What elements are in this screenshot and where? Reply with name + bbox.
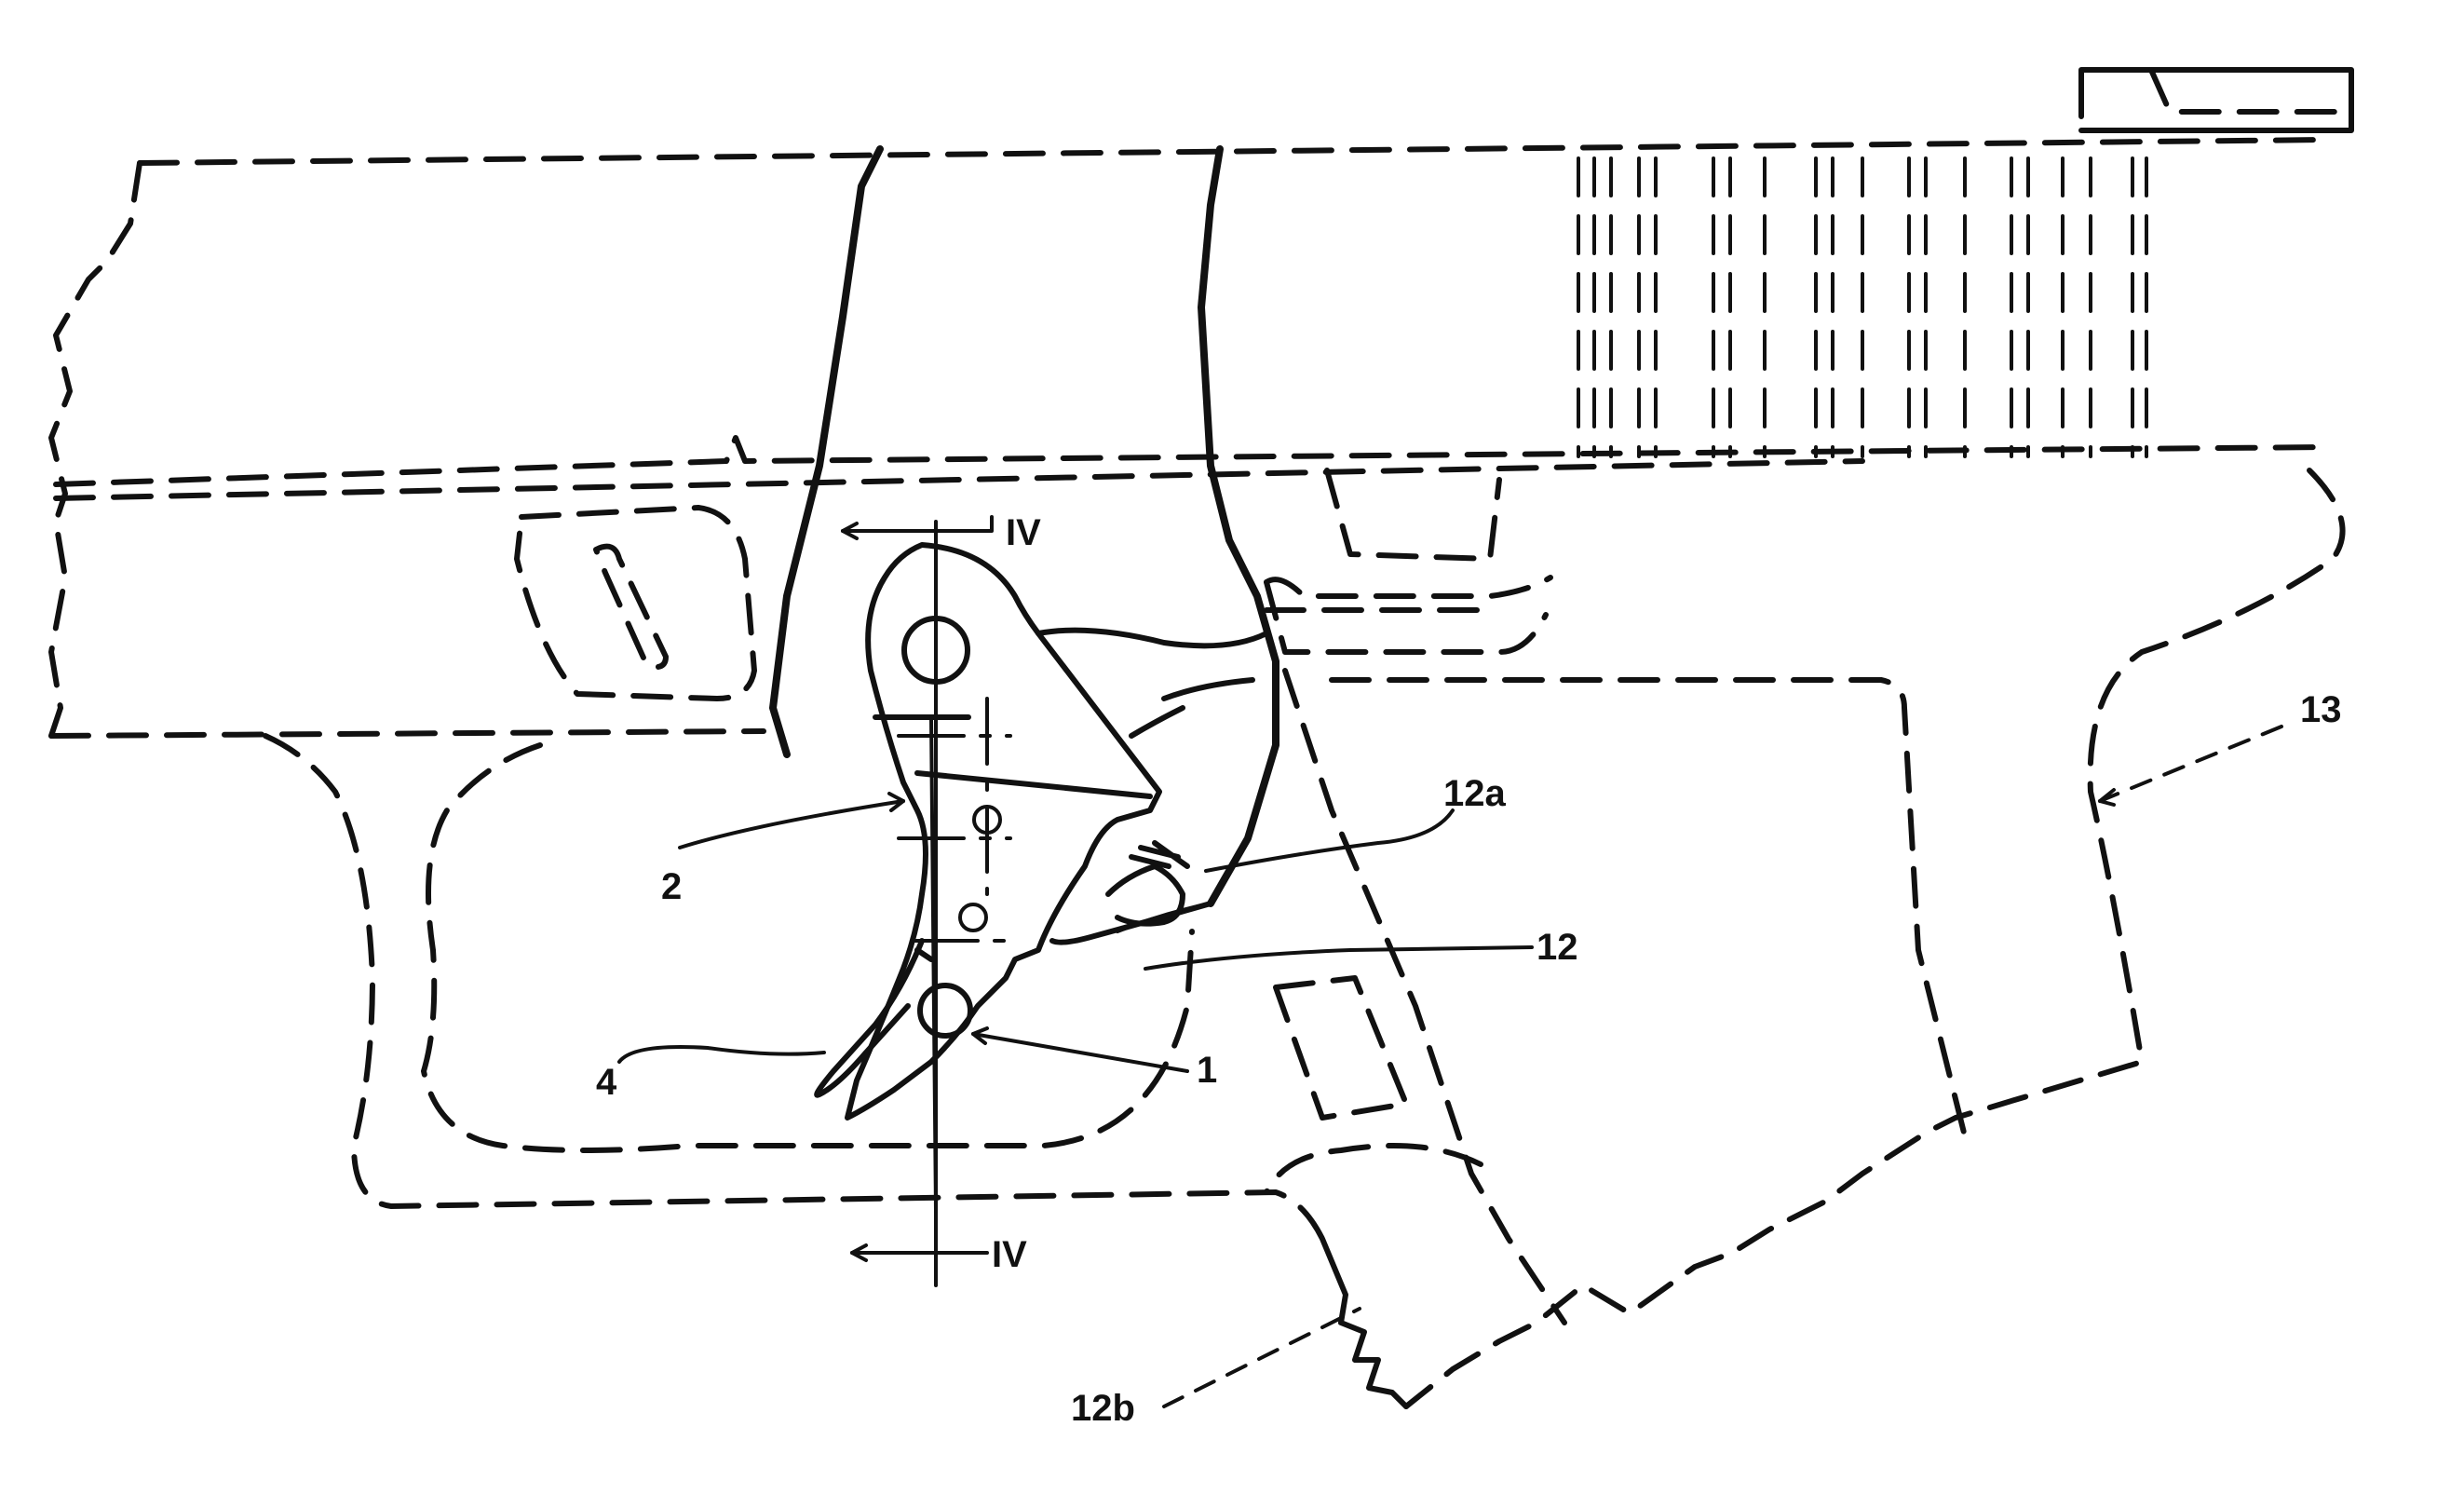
label-section-top: IV xyxy=(1006,512,1041,553)
leader-lines xyxy=(617,725,2283,1408)
label-12: 12 xyxy=(1537,927,1578,968)
label-2: 2 xyxy=(661,866,682,907)
spring-connector xyxy=(1105,840,1190,927)
frame xyxy=(48,468,2346,1409)
trigger-safety xyxy=(814,938,934,1098)
section-lines xyxy=(841,515,1022,1287)
label-4: 4 xyxy=(596,1062,617,1103)
label-12a: 12a xyxy=(1443,773,1506,814)
label-1: 1 xyxy=(1197,1050,1217,1091)
label-12b: 12b xyxy=(1071,1388,1135,1429)
labels: IV IV 12a 12 1 2 4 13 12b xyxy=(596,512,2342,1429)
label-13: 13 xyxy=(2300,689,2342,730)
label-section-bottom: IV xyxy=(992,1234,1027,1275)
trigger xyxy=(845,542,1269,1121)
slide xyxy=(48,67,2354,739)
